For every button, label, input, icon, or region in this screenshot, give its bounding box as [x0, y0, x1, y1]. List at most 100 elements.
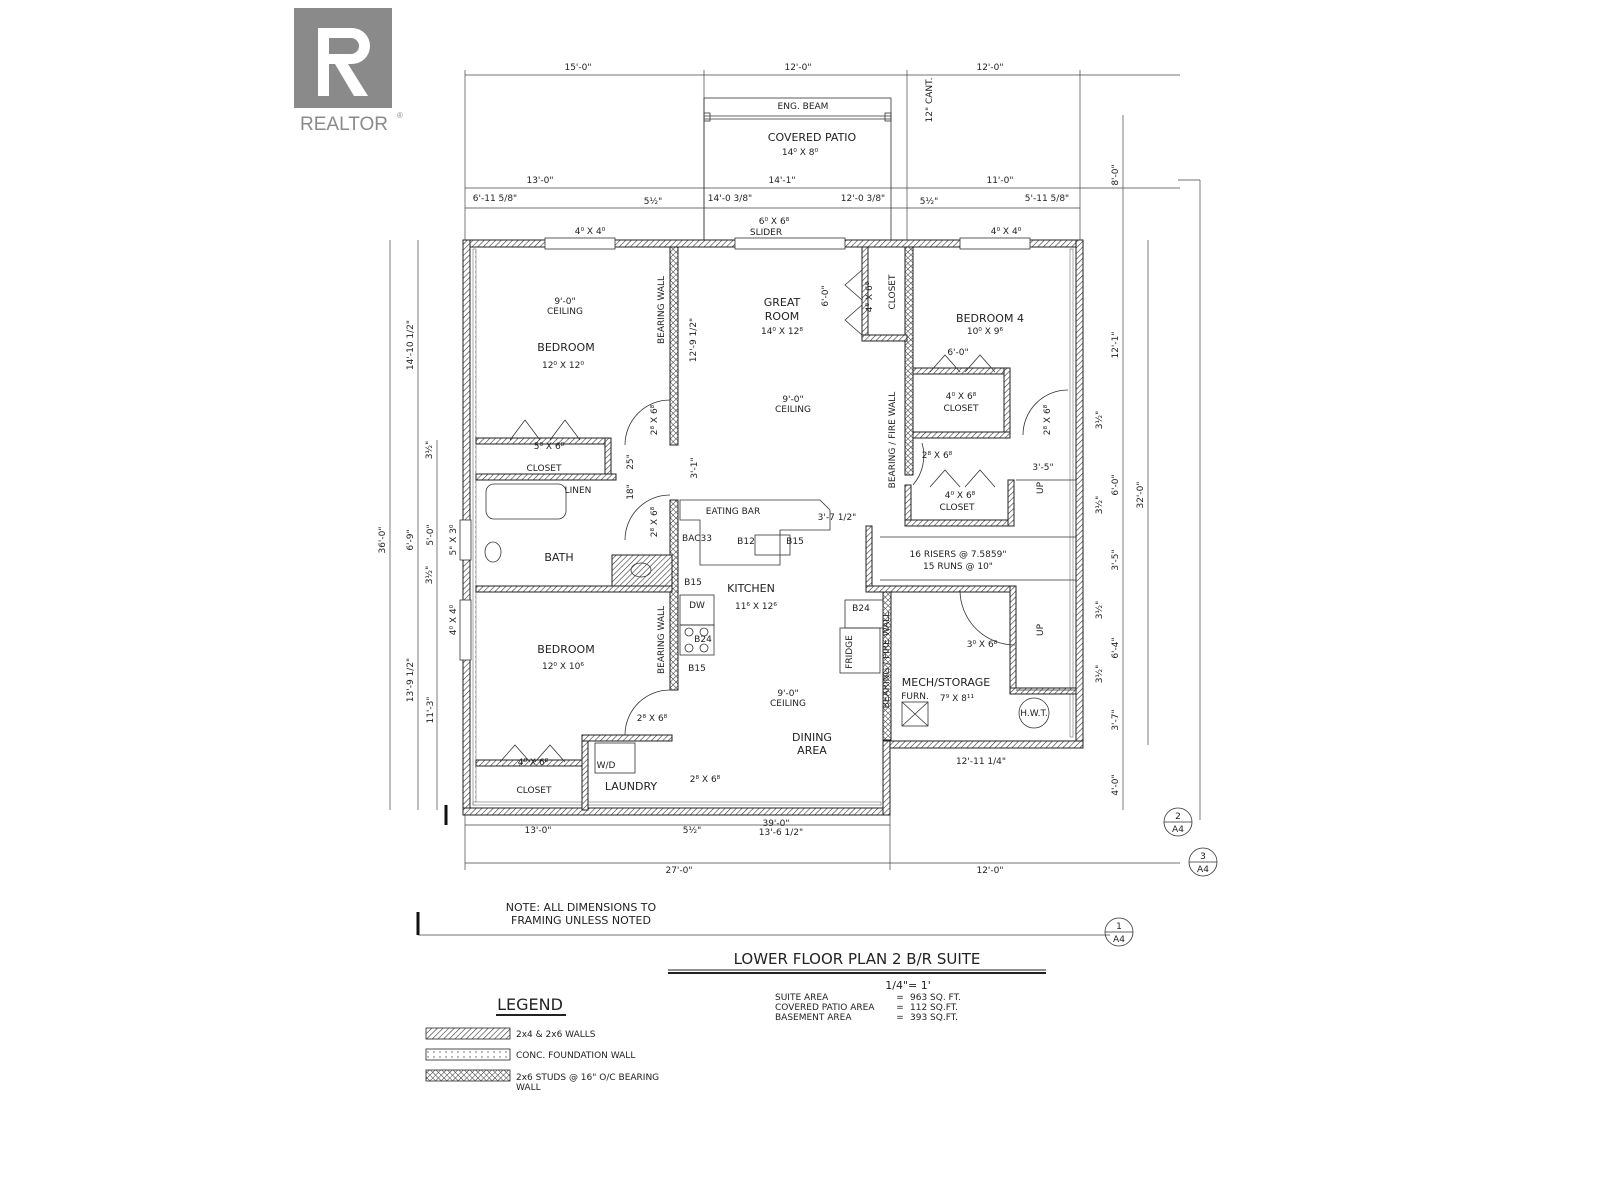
dimension-label: 3'-1": [690, 457, 700, 478]
room-name: BEDROOM: [537, 341, 594, 354]
wall-label: BEARING WALL: [657, 276, 667, 344]
room-name: BEDROOM 4: [956, 312, 1024, 325]
ceiling-label: CEILING: [775, 405, 811, 415]
dimension-label: 3½": [425, 566, 435, 585]
dimension-label: 11'-0": [986, 176, 1013, 186]
dimension-label: 12'-0": [784, 63, 811, 73]
svg-text:=: =: [896, 993, 904, 1003]
room-size: 14⁰ X 8⁰: [782, 148, 819, 158]
fridge-label: FRIDGE: [845, 635, 855, 669]
dimension-label: 6'-0": [947, 348, 968, 358]
dimension-label: 36'-0": [378, 526, 388, 553]
dimension-label: 3'-7": [1111, 709, 1121, 730]
cabinet-label: B24: [852, 604, 870, 614]
window-size: 4⁰ X 4⁰: [449, 604, 459, 635]
svg-text:REALTOR: REALTOR: [300, 114, 388, 135]
fixtures: [484, 479, 1076, 729]
dimension-label: 12" CANT.: [925, 78, 935, 123]
room-name: MECH/STORAGE: [902, 676, 991, 689]
door-size: 4⁰ X 6⁸: [518, 758, 549, 768]
dimension-label: 3½": [425, 441, 435, 460]
room-name: ROOM: [765, 310, 799, 323]
window-size: 5" X 3⁰: [449, 524, 459, 555]
door-size: 2⁸ X 6⁸: [922, 451, 953, 461]
dimension-label: 14'-0 3/8": [708, 194, 752, 204]
ceiling-label: CEILING: [547, 307, 583, 317]
svg-text:COVERED PATIO AREA: COVERED PATIO AREA: [775, 1003, 875, 1013]
exterior-walls: [459, 237, 1084, 816]
interior-walls: [475, 246, 1077, 811]
legend-title: LEGEND: [497, 995, 563, 1014]
dimension-label: 18": [626, 484, 636, 500]
svg-text:3: 3: [1200, 852, 1206, 862]
stair-up-label: UP: [1036, 623, 1046, 636]
dimension-label: 8'-0": [1111, 164, 1121, 185]
dimension-label: 39'-0": [762, 819, 789, 829]
stair-risers: 16 RISERS @ 7.5859": [910, 550, 1007, 560]
door-swings: [499, 269, 1069, 763]
note-line-1: NOTE: ALL DIMENSIONS TO: [506, 901, 657, 914]
dimension-label: 11'-3": [426, 696, 436, 723]
svg-text:SUITE AREA: SUITE AREA: [775, 993, 829, 1003]
svg-text:2x4 & 2x6 WALLS: 2x4 & 2x6 WALLS: [516, 1030, 596, 1040]
room-name: BATH: [544, 551, 573, 564]
dimension-label: 14'-10 1/2": [406, 320, 416, 370]
legend-swatch-walls: [425, 1027, 511, 1040]
door-size: 2⁸ X 6⁸: [1043, 404, 1053, 435]
dimension-label: 13'-9 1/2": [406, 658, 416, 702]
cabinet-label: B15: [786, 537, 804, 547]
door-type: SLIDER: [750, 228, 782, 238]
linen-label: LINEN: [565, 486, 592, 496]
cabinet-label: B24: [694, 635, 712, 645]
dimension-lines: [389, 70, 1201, 936]
cabinet-label: B15: [684, 578, 702, 588]
dimension-label: 25": [626, 454, 636, 470]
closet-label: CLOSET: [517, 786, 552, 796]
dimension-label: 3'-7 1/2": [818, 513, 857, 523]
dimension-label: 6'-0": [1111, 474, 1121, 495]
door-size: 5⁰ X 6⁸: [534, 442, 565, 452]
closet-label: CLOSET: [888, 274, 898, 309]
dimension-label: 27'-0": [665, 866, 692, 876]
room-size: 12⁰ X 10⁶: [542, 662, 584, 672]
closet-label: CLOSET: [527, 464, 562, 474]
furnace-label: FURN.: [901, 692, 929, 702]
door-size: 6⁰ X 6⁸: [759, 217, 790, 227]
realtor-logo: REALTOR ®: [294, 8, 403, 135]
room-name: COVERED PATIO: [768, 131, 857, 144]
room-size: 7⁹ X 8¹¹: [940, 694, 975, 704]
dimension-label: 32'-0": [1136, 481, 1146, 508]
dimension-label: 5'-11 5/8": [1025, 194, 1069, 204]
dimension-label: 3½": [1095, 601, 1105, 620]
note-line-2: FRAMING UNLESS NOTED: [511, 914, 651, 927]
section-marker-1: 1 A4: [1104, 917, 1134, 947]
dimension-label: 6'-11 5/8": [473, 194, 517, 204]
cabinet-label: B12: [737, 537, 755, 547]
legend: LEGEND 2x4 & 2x6 WALLS CONC. FOUNDATION …: [425, 995, 659, 1093]
wall-label: BEARING / FIRE WALL: [888, 392, 898, 489]
eating-bar-label: EATING BAR: [706, 507, 760, 517]
door-size: 3⁰ X 6⁸: [967, 640, 998, 650]
dimension-label: 12'-0": [976, 866, 1003, 876]
room-size: 14⁰ X 12⁸: [761, 327, 803, 337]
door-size: 2⁸ X 6⁸: [650, 404, 660, 435]
stairs: [880, 479, 1076, 691]
legend-swatch-bearing-wall: [425, 1069, 511, 1082]
dimension-label: 6'-0": [821, 285, 831, 306]
window-size: 4⁰ X 4⁰: [991, 227, 1022, 237]
door-size: 2⁸ X 6⁸: [690, 775, 721, 785]
room-size: 11⁶ X 12⁶: [735, 602, 777, 612]
covered-patio: [703, 97, 892, 244]
section-marker-3: 3 A4: [1188, 847, 1218, 877]
stair-up-label: UP: [1036, 481, 1046, 494]
dimension-label: 4'-0": [1111, 774, 1121, 795]
dimension-label: 3'-5": [1032, 463, 1053, 473]
plan-title: LOWER FLOOR PLAN 2 B/R SUITE: [734, 950, 981, 968]
scale-label: 1/4"= 1': [885, 979, 931, 992]
svg-text:=: =: [896, 1013, 904, 1023]
svg-text:A4: A4: [1197, 865, 1209, 875]
dimension-label: 13'-6 1/2": [759, 828, 803, 838]
closet-label: CLOSET: [944, 404, 979, 414]
cabinet-label: B15: [688, 664, 706, 674]
dimension-label: 12'-9 1/2": [689, 318, 699, 362]
